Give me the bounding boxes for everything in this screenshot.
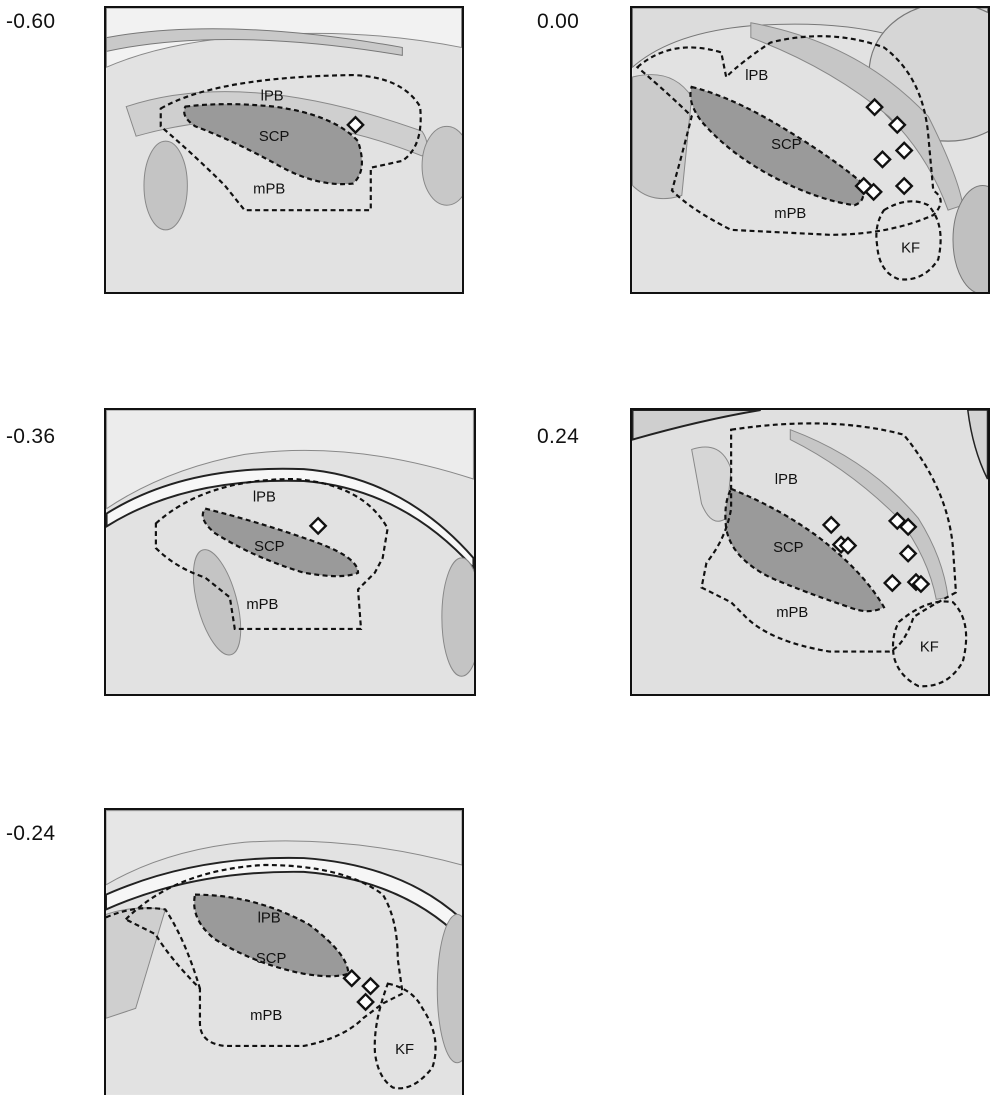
section-panel-0-00: lPB SCP mPB KF (630, 6, 990, 294)
section-panel-minus-0-24: lPB SCP mPB KF (104, 808, 464, 1095)
level-label-0-00: 0.00 (537, 10, 579, 34)
region-label-scp: SCP (773, 540, 804, 556)
region-label-kf: KF (901, 241, 920, 257)
region-label-mpb: mPB (774, 206, 806, 222)
level-label-minus-0-24: -0.24 (6, 822, 55, 846)
region-label-mpb: mPB (776, 605, 808, 621)
region-label-kf: KF (920, 640, 939, 656)
region-label-scp: SCP (259, 129, 290, 145)
level-label-minus-0-36: -0.36 (6, 425, 55, 449)
section-diagram-minus-0-60: lPB SCP mPB (106, 8, 462, 292)
region-label-lpb: lPB (775, 472, 798, 488)
region-label-scp: SCP (254, 539, 285, 555)
region-label-mpb: mPB (246, 597, 278, 613)
region-label-lpb: lPB (261, 89, 284, 105)
level-label-minus-0-60: -0.60 (6, 10, 55, 34)
region-label-lpb: lPB (258, 910, 281, 926)
section-panel-0-24: lPB SCP mPB KF (630, 408, 990, 696)
region-label-mpb: mPB (253, 181, 285, 197)
region-label-scp: SCP (771, 137, 802, 153)
section-diagram-minus-0-24: lPB SCP mPB KF (106, 810, 462, 1095)
level-label-0-24: 0.24 (537, 425, 579, 449)
section-diagram-minus-0-36: lPB SCP mPB (106, 410, 474, 694)
section-panel-minus-0-60: lPB SCP mPB (104, 6, 464, 294)
region-label-kf: KF (395, 1042, 414, 1058)
section-diagram-0-24: lPB SCP mPB KF (632, 410, 988, 694)
region-label-lpb: lPB (745, 68, 768, 84)
section-panel-minus-0-36: lPB SCP mPB (104, 408, 476, 696)
region-label-scp: SCP (256, 951, 287, 967)
region-label-mpb: mPB (250, 1008, 282, 1024)
region-label-lpb: lPB (253, 490, 276, 506)
section-diagram-0-00: lPB SCP mPB KF (632, 8, 988, 292)
